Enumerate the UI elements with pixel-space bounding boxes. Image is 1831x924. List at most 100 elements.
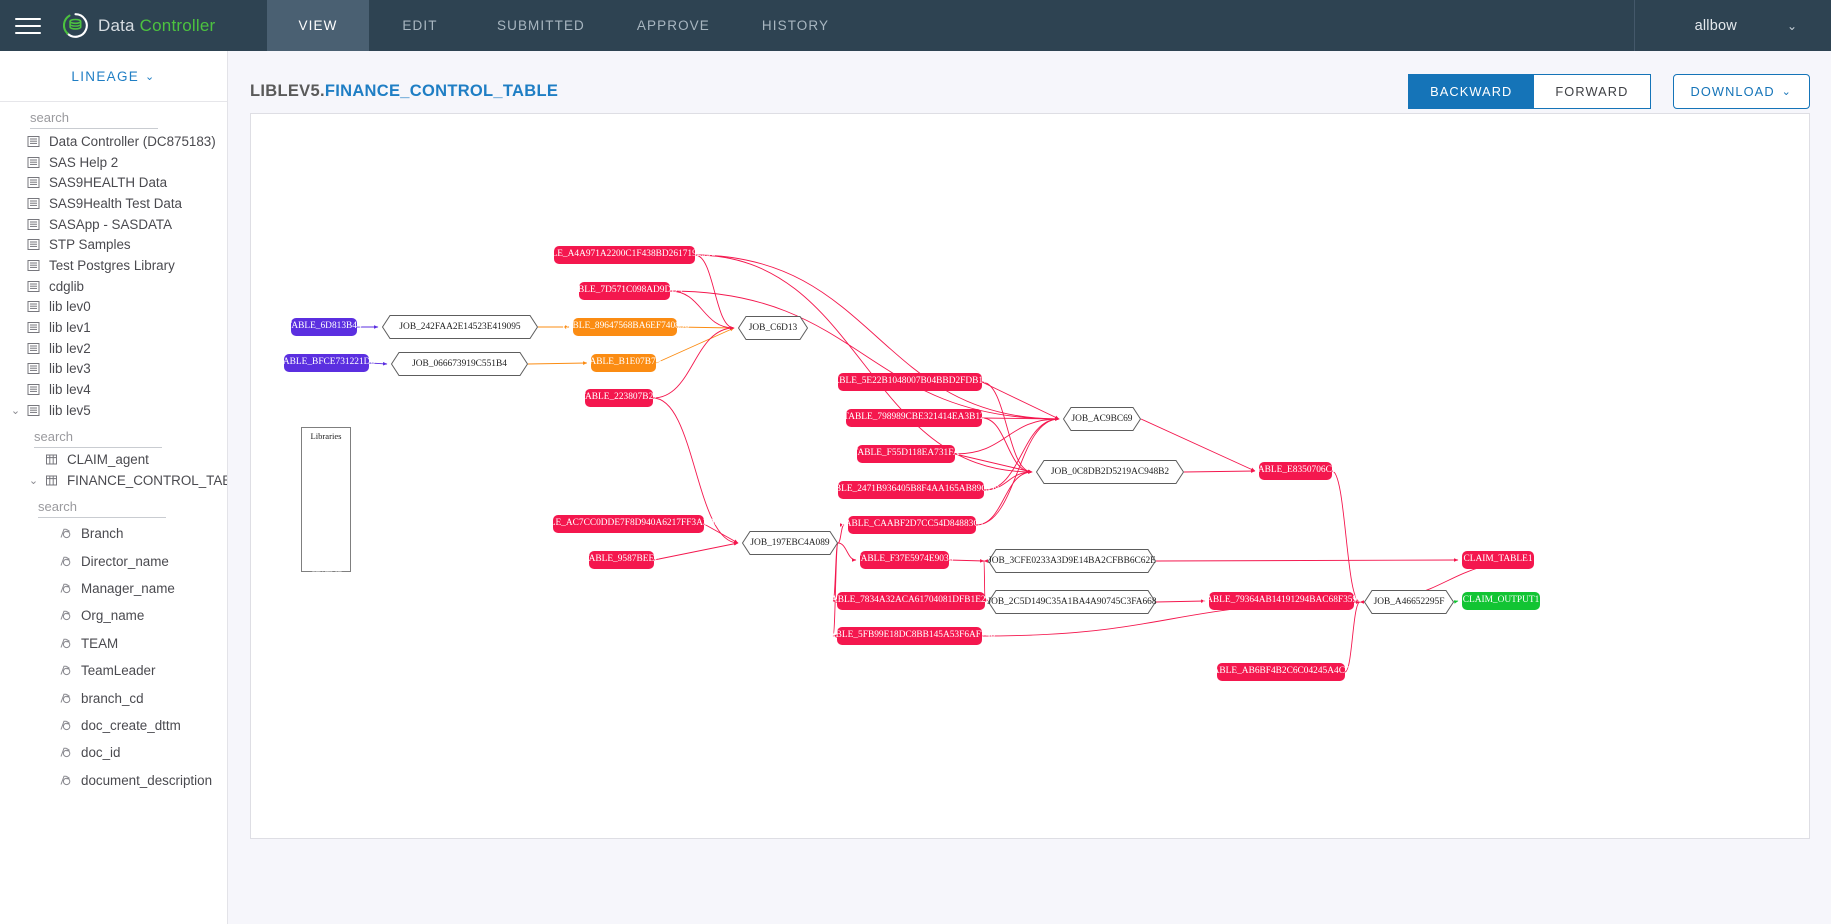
sidebar-item-sas9health-data[interactable]: SAS9HEALTH Data [0,172,227,193]
legend-chip-sqllib[interactable]: SQLLIB [312,534,342,543]
sidebar-item-label: doc_id [81,745,121,761]
graph-node-table[interactable]: CLAIM_TABLE1 [1462,551,1534,569]
graph-node-label: TABLE_89647568BA6EF740896 [560,321,690,332]
sidebar-item-test-postgres-library[interactable]: Test Postgres Library [0,255,227,276]
sidebar-item-label: SAS Help 2 [49,154,119,170]
sidebar-item-label: Branch [81,526,124,542]
sidebar-lineage-header[interactable]: LINEAGE ⌄ [0,51,227,101]
download-button[interactable]: DOWNLOAD ⌄ [1672,73,1810,109]
graph-node-table[interactable]: TABLE_2471B936405B8F4AA165AB89CD9 [823,481,999,499]
tab-history[interactable]: HISTORY [761,18,830,33]
sidebar-item-sasapp-sasdata[interactable]: SASApp - SASDATA [0,214,227,235]
sidebar-item-manager-name[interactable]: Manager_name [26,575,227,602]
graph-node-table[interactable]: TABLE_7D571C098AD9DD4 [566,282,683,300]
graph-node-label: TABLE_9587BEEF [583,554,660,565]
graph-node-table[interactable]: TABLE_9587BEEF [584,551,659,569]
column-icon [55,582,75,595]
graph-node-table[interactable]: TABLE_F37E5974E9036 [856,551,953,569]
graph-node-job[interactable]: JOB_3CFE0233A3D9E14BA2CFBB6C62E [988,549,1156,573]
graph-edge [676,326,735,330]
graph-node-job[interactable]: JOB_066673919C551B4 [391,352,528,376]
sidebar-item-org-name[interactable]: Org_name [26,602,227,629]
chevron-down-icon[interactable]: ⌄ [28,475,39,488]
graph-node-job[interactable]: JOB_197EBC4A089 [742,531,838,555]
sidebar-item-branch-cd[interactable]: branch_cd [26,684,227,711]
sidebar-item-label: lib lev4 [49,382,91,398]
library-icon [23,218,43,231]
graph-node-table[interactable]: TABLE_89647568BA6EF740896 [561,318,689,336]
graph-node-table[interactable]: TABLE_5E22B1048007B04BBD2FDB100 [828,373,992,391]
brand-logo-area[interactable]: Data Controller [56,12,267,39]
tab-edit[interactable]: EDIT [402,18,438,33]
sidebar-item-doc-id[interactable]: doc_id [26,739,227,766]
library-search-input[interactable] [30,108,158,129]
graph-node-job[interactable]: JOB_242FAA2E14523E419095 [382,315,538,339]
sidebar-item-branch[interactable]: Branch [26,520,227,547]
graph-node-table[interactable]: CLAIM_OUTPUT1 [1462,592,1540,610]
sidebar-item-sas9health-test-data[interactable]: SAS9Health Test Data [0,193,227,214]
library-icon [23,176,43,189]
column-search-input[interactable] [38,497,166,518]
graph-node-table[interactable]: TABLE_6D813B44 [286,318,362,336]
sidebar-item-director-name[interactable]: Director_name [26,547,227,574]
sidebar-item-teamleader[interactable]: TeamLeader [26,657,227,684]
graph-node-table[interactable]: TABLE_CAABF2D7CC54D84883C1 [840,516,984,534]
legend-chip-liblev5[interactable]: LIBLEV5 [310,498,344,507]
graph-node-table[interactable]: TABLE_223807B27 [580,389,658,407]
column-icon [55,664,75,677]
sidebar-item-data-controller-dc875183[interactable]: Data Controller (DC875183) [0,131,227,152]
sidebar-item-claim-agent[interactable]: CLAIM_agent [18,450,227,471]
sidebar-item-doc-create-dttm[interactable]: doc_create_dttm [26,712,227,739]
tab-submitted[interactable]: SUBMITTED [497,18,585,33]
forward-button[interactable]: FORWARD [1533,73,1651,109]
tab-view[interactable]: VIEW [267,0,369,51]
sidebar-item-stp-samples[interactable]: STP Samples [0,234,227,255]
graph-node-table[interactable]: TABLE_E8350706CB [1253,462,1338,480]
tab-approve[interactable]: APPROVE [636,18,710,33]
column-icon [55,609,75,622]
sidebar-item-lib-lev4[interactable]: lib lev4 [0,379,227,400]
sidebar-item-lib-lev3[interactable]: lib lev3 [0,359,227,380]
graph-node-job[interactable]: JOB_C6D13 [738,316,808,340]
graph-node-label: TABLE_F37E5974E9036 [855,554,954,565]
sidebar-item-lib-lev1[interactable]: lib lev1 [0,317,227,338]
library-icon [23,197,43,210]
library-icon [23,156,43,169]
user-menu[interactable]: allbow ⌄ [1633,0,1831,51]
graph-node-table[interactable]: TABLE_F55D118EA731FA [852,445,960,463]
graph-node-job[interactable]: JOB_2C5D149C35A1BA4A90745C3FA668 [987,590,1157,614]
hamburger-menu-icon[interactable] [0,0,56,51]
table-search-input[interactable] [34,426,162,448]
graph-node-label: TABLE_AB6BF4B2C6C04245A4C76 [1207,666,1355,677]
legend-chip-statlib[interactable]: STATLIB [310,570,344,579]
graph-node-table[interactable]: TABLE_79364AB14191294BAC68F3593 [1201,592,1362,610]
graph-node-job[interactable]: JOB_AC9BC69 [1063,407,1141,431]
graph-node-table[interactable]: TABLE_798989CBE321414EA3B12 [843,409,985,427]
graph-node-table[interactable]: TABLE_A4A971A2200C1F438BD2617192956 [533,246,716,264]
graph-node-table[interactable]: TABLE_5FB99E18DC8BB145A53F6AF746 [824,627,995,645]
graph-node-table[interactable]: TABLE_AB6BF4B2C6C04245A4C76 [1208,663,1354,681]
sidebar-lineage-label: LINEAGE [71,68,140,84]
sidebar-item-lib-lev0[interactable]: lib lev0 [0,297,227,318]
sidebar-item-lib-lev2[interactable]: lib lev2 [0,338,227,359]
sidebar-item-label: lib lev2 [49,340,91,356]
graph-node-table[interactable]: TABLE_AC7CC0DDE7F8D940A6217FF3A3D8C [532,515,725,533]
graph-node-table[interactable]: TABLE_B1E07B7A [585,354,662,372]
sidebar-item-finance-control-table[interactable]: ⌄FINANCE_CONTROL_TABLE [18,470,227,491]
backward-button[interactable]: BACKWARD [1408,73,1534,109]
chevron-down-icon[interactable]: ⌄ [10,404,21,417]
sidebar-item-lib-lev5[interactable]: ⌄lib lev5 [0,400,227,421]
legend-chip-liblev4[interactable]: LIBLEV4 [310,462,344,471]
graph-node-table[interactable]: TABLE_BFCE731221D6 [278,354,375,372]
sidebar-item-sas-help-2[interactable]: SAS Help 2 [0,152,227,173]
sidebar-item-cdglib[interactable]: cdglib [0,276,227,297]
graph-node-job[interactable]: JOB_A46652295F [1364,590,1454,614]
chevron-down-icon[interactable]: ⌄ [1786,18,1797,33]
graph-node-job[interactable]: JOB_0C8DB2D5219AC948B2 [1036,460,1184,484]
graph-node-table[interactable]: TABLE_7834A32ACA61704081DFB1E20E [826,592,996,610]
column-icon [55,774,75,787]
sidebar-item-document-description[interactable]: document_description [26,767,227,794]
sidebar-item-team[interactable]: TEAM [26,630,227,657]
sidebar-item-label: lib lev1 [49,320,91,336]
